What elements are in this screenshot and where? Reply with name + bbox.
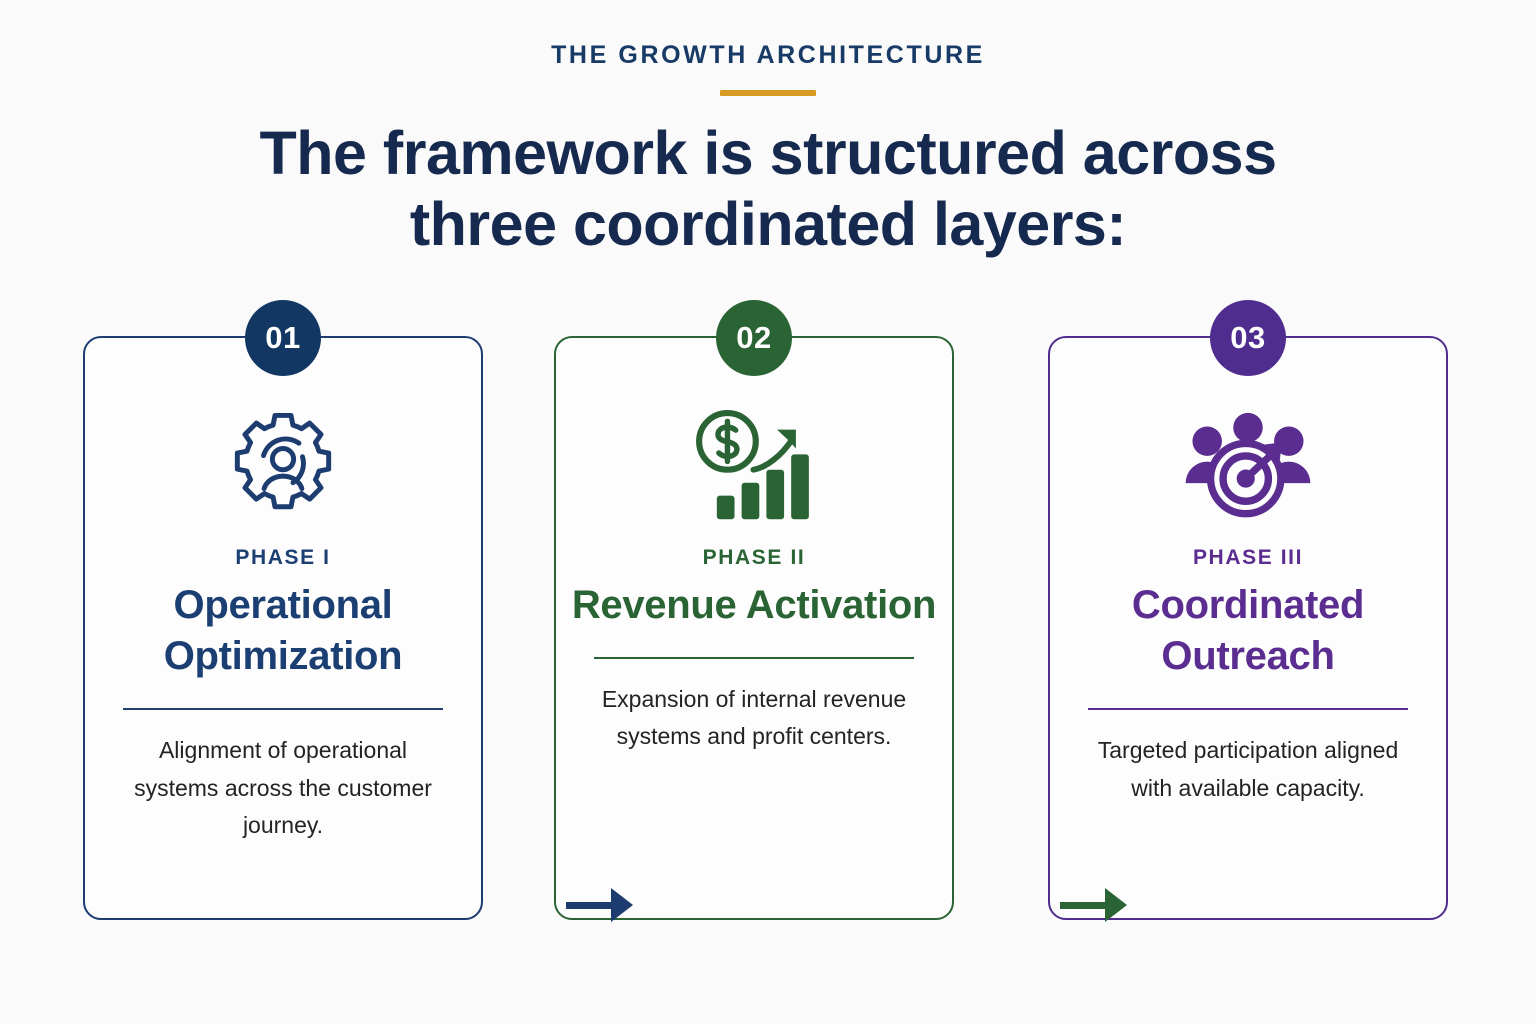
gear-user-icon [85,400,481,530]
phase-card-2[interactable]: 02 PHASE II Revenue Activation Expansion… [554,300,954,920]
phase-title-3: Coordinated Outreach [1050,580,1446,682]
phase-badge-2: 02 [716,300,792,376]
eyebrow-text: THE GROWTH ARCHITECTURE [551,41,985,69]
card-divider-3 [1088,708,1408,711]
phase-card-3[interactable]: 03 PHASE III Coordinated Outreach [1048,300,1448,920]
page-title-line-2: three coordinated layers: [409,189,1127,258]
arrow-head [1105,888,1127,922]
team-target-icon [1050,400,1446,530]
arrow-head [611,888,633,922]
phase-title-2-line-1: Revenue [571,583,737,627]
page-header: THE GROWTH ARCHITECTURE The framework is… [0,0,1536,260]
page-title-line-1: The framework is structured across [259,118,1278,187]
phase-title-1: Operational Optimization [85,580,481,682]
phase-title-3-line-2: Outreach [1161,634,1335,679]
arrow-phase2-to-phase3 [1060,885,1127,925]
phase-label-2: PHASE II [702,546,806,569]
arrow-shaft [1060,901,1106,909]
phase-label-3: PHASE III [1192,546,1304,569]
phase-title-2-line-2: Activation [745,583,937,627]
phase-body-3: Targeted participation aligned with avai… [1097,737,1399,801]
phase-title-3-line-1: Coordinated [1131,583,1365,627]
phase-badge-3: 03 [1210,300,1286,376]
dollar-growth-chart-icon [556,400,952,530]
phase-title-1-line-1: Operational [173,583,393,627]
phase-badge-1: 01 [245,300,321,376]
card-divider-2 [594,657,914,660]
phase-body-2: Expansion of internal revenue systems an… [601,686,907,750]
phase-body-1: Alignment of operational systems across … [134,737,432,838]
gold-divider [720,89,816,96]
arrow-phase1-to-phase2 [566,885,633,925]
phase-label-1: PHASE I [235,546,331,569]
card-divider-1 [123,708,443,711]
arrow-shaft [566,901,612,909]
phase-cards-container: 01 PHASE I Operational Optimization Alig… [83,300,1453,925]
phase-title-1-line-2: Optimization [163,634,403,679]
phase-title-2: Revenue Activation [556,580,952,631]
phase-card-1[interactable]: 01 PHASE I Operational Optimization Alig… [83,300,483,920]
page-title: The framework is structured across three… [0,118,1536,261]
